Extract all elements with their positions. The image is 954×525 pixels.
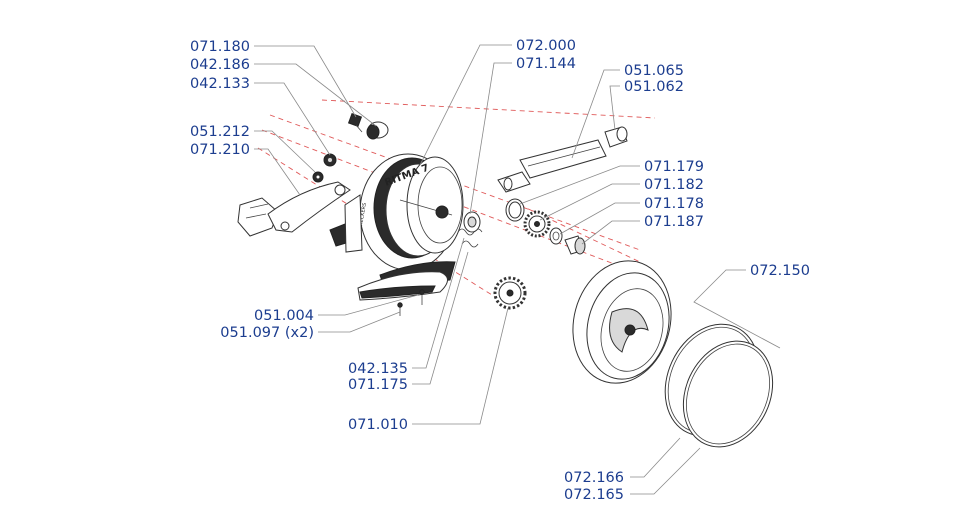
washer-071178 (549, 227, 563, 245)
axis-line-1 (321, 99, 656, 119)
leader-lines (254, 44, 781, 495)
reel-foot-051004 (357, 261, 456, 301)
gear-071010 (493, 276, 527, 310)
gear-071182 (523, 210, 551, 238)
axis-line-4 (257, 147, 501, 301)
label-051-212: 051.212 (190, 124, 250, 140)
knurled-cap (366, 121, 389, 140)
label-042-186: 042.186 (190, 57, 250, 73)
label-051-062: 051.062 (624, 79, 684, 95)
handle-washer (323, 153, 337, 167)
small-screw-top (347, 112, 363, 133)
label-071-210: 071.210 (190, 142, 250, 158)
label-051-065: 051.065 (624, 63, 684, 79)
axis-line-2 (269, 114, 641, 251)
foot-screws (397, 289, 425, 316)
label-071-175: 071.175 (348, 377, 408, 393)
label-071-144: 071.144 (516, 56, 576, 72)
reel-body-072000: RITMA 7 RECKERS (358, 153, 464, 271)
crank-handle (237, 181, 351, 237)
spool-072150 (572, 260, 672, 384)
label-042-135: 042.135 (348, 361, 408, 377)
label-072-166: 072.166 (564, 470, 624, 486)
label-042-133: 042.133 (190, 76, 250, 92)
label-051-097: 051.097 (x2) (220, 325, 314, 341)
spindle-051065 (497, 139, 607, 193)
label-072-150: 072.150 (750, 263, 810, 279)
bushing-051062 (604, 126, 628, 148)
label-071-178: 071.178 (644, 196, 704, 212)
part-labels: 071.180 042.186 042.133 051.212 071.210 … (190, 38, 810, 503)
label-051-004: 051.004 (254, 308, 314, 324)
washer-071144 (463, 211, 481, 233)
spool-ring-072165 (682, 340, 774, 448)
label-072-000: 072.000 (516, 38, 576, 54)
label-071-182: 071.182 (644, 177, 704, 193)
label-071-187: 071.187 (644, 214, 704, 230)
label-071-180: 071.180 (190, 39, 250, 55)
body-side-plate (329, 194, 363, 253)
label-072-165: 072.165 (564, 487, 624, 503)
label-071-010: 071.010 (348, 417, 408, 433)
handle-nut (312, 171, 324, 183)
screw-071187 (564, 235, 586, 255)
label-071-179: 071.179 (644, 159, 704, 175)
ring-071179 (505, 198, 525, 222)
brand-name-text: RECKERS (358, 202, 368, 226)
